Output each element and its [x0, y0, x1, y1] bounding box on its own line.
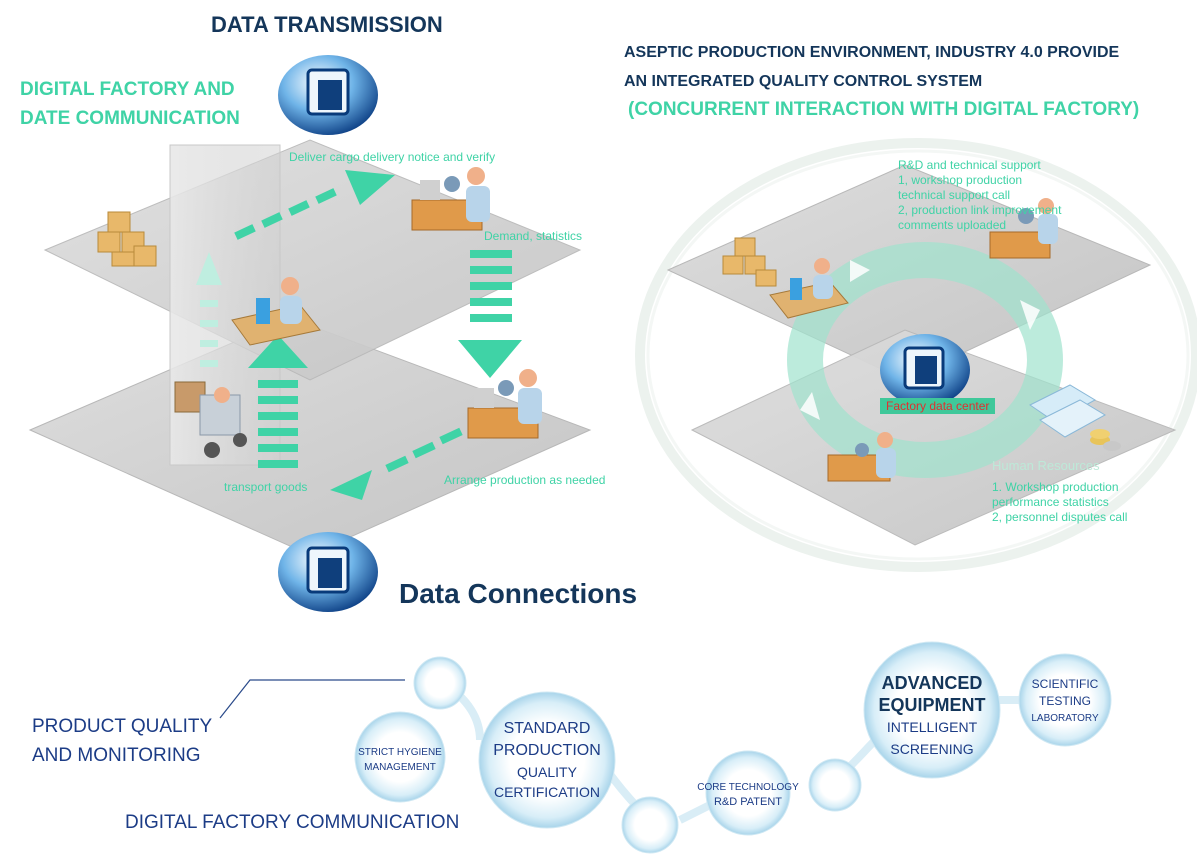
- monitor-orb-icon-bottom: [278, 532, 378, 612]
- production-worker-icon-right-lower: [827, 432, 896, 482]
- arrow-transport: [248, 335, 308, 468]
- data-connections-title: Data Connections: [399, 578, 638, 609]
- hygiene-line1: STRICT HYGIENE: [358, 747, 442, 758]
- arrow-arrange: [330, 427, 463, 500]
- arrow-demand: [458, 250, 522, 378]
- hr-text: 1. Workshop production performance stati…: [992, 480, 1127, 525]
- hr-line: 2, personnel disputes call: [992, 510, 1128, 524]
- label-demand: Demand, statistics: [484, 229, 583, 243]
- hr-line: 1. Workshop production: [992, 480, 1119, 494]
- documents-coins-icon: [1029, 384, 1121, 451]
- bubble-core: [705, 750, 791, 836]
- product-quality-line2: AND MONITORING: [32, 745, 201, 766]
- advanced-line1: ADVANCED: [881, 673, 983, 693]
- rd-line: 2, production link improvement: [898, 203, 1062, 217]
- standard-label: STANDARD PRODUCTION QUALITY CERTIFICATIO…: [477, 718, 617, 802]
- label-transport: transport goods: [224, 480, 308, 494]
- rd-line: 1, workshop production: [898, 173, 1023, 187]
- standard-line3: QUALITY: [517, 764, 577, 780]
- core-line1: CORE TECHNOLOGY: [697, 782, 799, 793]
- rd-support-text: R&D and technical support 1, workshop pr…: [898, 158, 1061, 233]
- label-arrange: Arrange production as needed: [444, 473, 606, 487]
- left-title: DATA TRANSMISSION: [211, 12, 443, 37]
- hygiene-label: STRICT HYGIENE MANAGEMENT: [340, 745, 460, 775]
- rd-line: technical support call: [898, 188, 1011, 202]
- arrow-up-faint: [196, 252, 222, 367]
- bubble-standard: [478, 691, 616, 829]
- right-heading: ASEPTIC PRODUCTION ENVIRONMENT, INDUSTRY…: [624, 38, 1119, 96]
- right-heading-line1: ASEPTIC PRODUCTION ENVIRONMENT, INDUSTRY…: [624, 44, 1120, 61]
- left-heading-line1: DIGITAL FACTORY AND: [20, 79, 235, 100]
- right-heading-line2: AN INTEGRATED QUALITY CONTROL SYSTEM: [624, 73, 983, 90]
- product-quality-line1: PRODUCT QUALITY: [32, 716, 213, 737]
- advanced-line3: INTELLIGENT: [886, 719, 978, 735]
- arrow-deliver: [234, 170, 395, 240]
- bubble-hygiene: [354, 711, 446, 803]
- cargo-boxes-icon-right: [722, 237, 777, 287]
- advanced-label: ADVANCED EQUIPMENT INTELLIGENT SCREENING: [862, 672, 1002, 760]
- production-worker-icon-right: [989, 198, 1058, 259]
- factory-data-center-label: Factory data center: [880, 398, 996, 414]
- hr-line: performance statistics: [992, 495, 1109, 509]
- hygiene-line2: MANAGEMENT: [364, 762, 436, 773]
- standard-line1: STANDARD: [503, 720, 591, 737]
- production-worker-icon-upper: [411, 167, 490, 231]
- core-tech-label: CORE TECHNOLOGY R&D PATENT: [693, 780, 803, 810]
- production-worker-icon-lower: [467, 369, 542, 439]
- monitor-orb-icon-top: [278, 55, 378, 135]
- lab-line3: LABORATORY: [1031, 713, 1099, 724]
- cargo-boxes-icon: [97, 211, 157, 267]
- office-worker-icon-right: [769, 258, 849, 319]
- advanced-line4: SCREENING: [890, 741, 974, 757]
- rd-line: R&D and technical support: [898, 158, 1041, 172]
- lab-line1: SCIENTIFIC: [1031, 677, 1099, 691]
- product-quality-heading: PRODUCT QUALITY AND MONITORING: [32, 712, 212, 770]
- lab-line2: TESTING: [1038, 694, 1091, 708]
- office-worker-icon: [231, 277, 321, 346]
- label-deliver: Deliver cargo delivery notice and verify: [289, 150, 496, 164]
- hr-title: Human Resources: [992, 458, 1100, 473]
- left-heading: DIGITAL FACTORY AND DATE COMMUNICATION: [20, 75, 240, 133]
- forklift-icon: [174, 381, 247, 458]
- digital-factory-communication: DIGITAL FACTORY COMMUNICATION: [125, 812, 460, 833]
- standard-line4: CERTIFICATION: [493, 784, 601, 800]
- callout-line: [219, 679, 405, 719]
- advanced-line2: EQUIPMENT: [878, 695, 986, 715]
- data-center-icon: [880, 334, 970, 406]
- cycle-ring: [787, 242, 1063, 478]
- bubble-advanced: [863, 641, 1001, 779]
- outer-ring: [635, 138, 1197, 572]
- rd-line: comments uploaded: [898, 218, 1007, 232]
- standard-line2: PRODUCTION: [493, 742, 601, 759]
- bubble-lab: [1018, 653, 1112, 747]
- core-line2: R&D PATENT: [713, 796, 783, 808]
- right-heading-line3: (CONCURRENT INTERACTION WITH DIGITAL FAC…: [628, 99, 1140, 120]
- lab-label: SCIENTIFIC TESTING LABORATORY: [1015, 676, 1115, 727]
- cycle-arrow-heads: [800, 260, 1040, 420]
- left-heading-line2: DATE COMMUNICATION: [20, 108, 240, 129]
